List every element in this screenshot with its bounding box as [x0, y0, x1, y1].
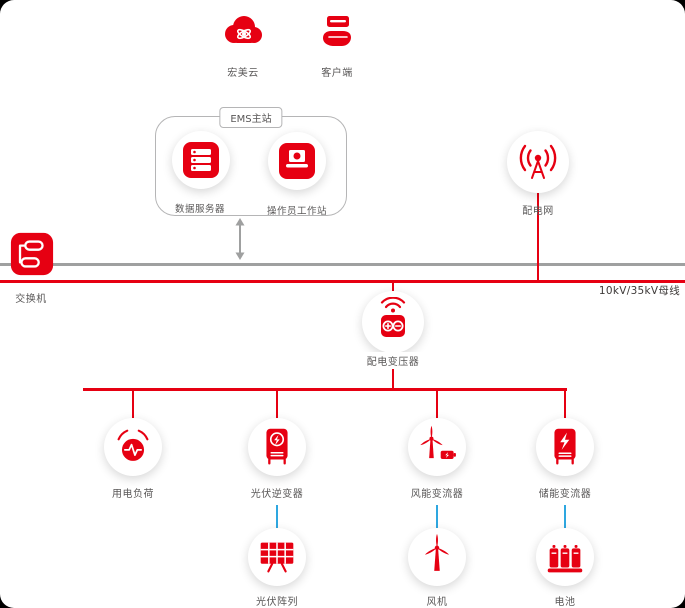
pv-array-node: [248, 528, 306, 586]
server-icon: [179, 138, 223, 182]
operator-workstation-label: 操作员工作站: [266, 206, 327, 217]
load-pulse-icon: [109, 423, 157, 471]
pv-inverter-label: 光伏逆变器: [250, 489, 304, 500]
pv-inverter-icon: [253, 423, 301, 471]
client-icon: [315, 10, 359, 54]
transformer-label: 配电变压器: [343, 352, 443, 369]
wind-converter-label: 风能变流器: [410, 489, 464, 500]
battery-icon: [541, 533, 589, 581]
bus-label: 10kV/35kV母线: [598, 285, 680, 297]
client-label: 客户端: [321, 68, 353, 79]
wind-turbine-node: [408, 528, 466, 586]
transformer-icon: [368, 297, 418, 347]
ethernet-bus-line: [0, 263, 685, 266]
grid-drop-line: [537, 192, 539, 281]
wind-dc-line: [436, 505, 438, 531]
wind-converter-icon: [413, 423, 461, 471]
pv-inverter-branch-line: [276, 390, 278, 421]
battery-node: [536, 528, 594, 586]
load-node: [104, 418, 162, 476]
data-server-node: [172, 131, 230, 189]
grid-node: [507, 131, 569, 193]
cloud-icon: [219, 8, 267, 56]
grid-label: 配电网: [522, 206, 554, 217]
storage-converter-label: 储能变流器: [538, 489, 592, 500]
storage-converter-node: [536, 418, 594, 476]
load-branch-line: [132, 390, 134, 421]
transformer-node: [362, 291, 424, 353]
battery-dc-line: [564, 505, 566, 531]
switch-label: 交换机: [15, 294, 47, 305]
pv-dc-line: [276, 505, 278, 531]
workstation-icon: [275, 139, 319, 183]
cloud-label: 宏美云: [227, 68, 259, 79]
switch-icon: [9, 231, 55, 277]
ems-station-tag: EMS主站: [219, 107, 283, 128]
wind-turbine-label: 风机: [426, 597, 448, 608]
wind-converter-node: [408, 418, 466, 476]
data-server-label: 数据服务器: [174, 204, 225, 215]
wind-converter-branch-line: [436, 390, 438, 421]
pv-array-label: 光伏阵列: [256, 597, 298, 608]
ems-bus-double-arrow: [233, 218, 247, 260]
operator-workstation-node: [268, 132, 326, 190]
storage-converter-branch-line: [564, 390, 566, 421]
wind-turbine-icon: [413, 533, 461, 581]
distribution-line: [83, 388, 567, 391]
solar-panel-icon: [253, 533, 301, 581]
power-bus-line: [0, 280, 685, 283]
pv-inverter-node: [248, 418, 306, 476]
battery-label: 电池: [554, 597, 576, 608]
antenna-icon: [513, 137, 563, 187]
load-label: 用电负荷: [112, 489, 154, 500]
storage-converter-icon: [541, 423, 589, 471]
ems-station-box: EMS主站: [155, 107, 347, 216]
